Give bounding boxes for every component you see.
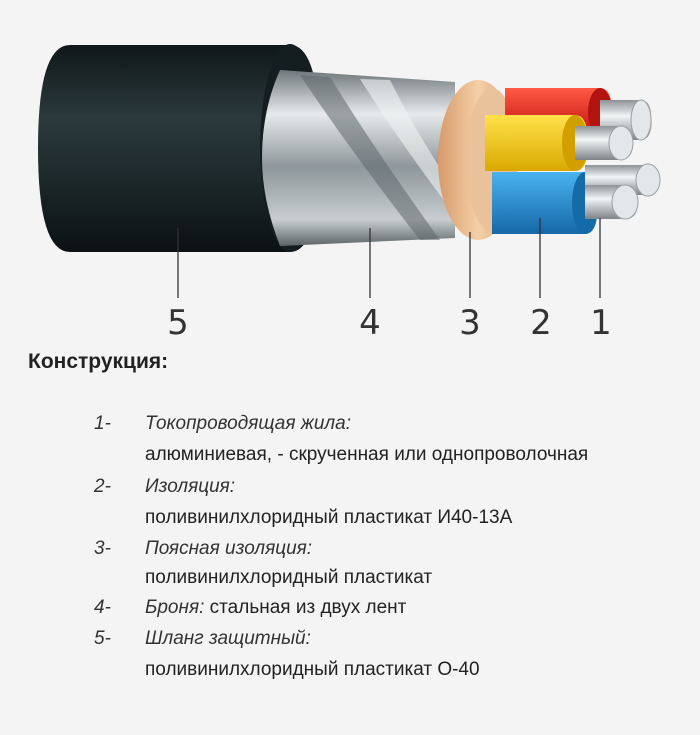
item-2-term-line: Изоляция:	[145, 476, 235, 498]
item-3-term: Поясная изоляция:	[145, 538, 313, 559]
item-5-term-line: Шланг защитный:	[145, 628, 311, 650]
leader-lines	[177, 218, 601, 298]
item-3-description: поливинилхлоридный пластикат	[145, 567, 433, 588]
cable-illustration	[38, 44, 661, 298]
callout-1: 1	[590, 303, 612, 343]
item-5-number: 5-	[94, 628, 111, 649]
item-2-term: Изоляция:	[145, 476, 236, 497]
steel-armor	[262, 70, 455, 246]
item-2-description: поливинилхлоридный пластикат И40-13А	[145, 507, 513, 528]
conductor-yellow	[575, 125, 634, 161]
item-4-number: 4-	[94, 597, 111, 618]
item-1-term-line: Токопроводящая жила:	[145, 413, 351, 435]
callout-2: 2	[530, 303, 552, 343]
item-5-description: поливинилхлоридный пластикат О-40	[145, 659, 480, 680]
item-2-number: 2-	[94, 476, 111, 497]
core-blue	[492, 172, 598, 234]
callout-4: 4	[359, 303, 381, 343]
item-1-description: алюминиевая, - скрученная или однопровол…	[145, 444, 589, 465]
item-5-term: Шланг защитный:	[145, 628, 311, 649]
core-yellow	[485, 115, 588, 171]
item-4-line: Броня: стальная из двух лент	[145, 597, 406, 619]
item-4-term: Броня:	[145, 597, 205, 618]
conductor-blue	[585, 163, 661, 220]
item-1-term: Токопроводящая жила:	[145, 413, 351, 434]
construction-heading: Конструкция:	[28, 350, 169, 373]
item-1-number: 1-	[94, 413, 111, 434]
callout-3: 3	[459, 303, 481, 343]
item-3-term-line: Поясная изоляция:	[145, 538, 312, 560]
callout-5: 5	[167, 303, 189, 343]
item-3-number: 3-	[94, 538, 111, 559]
item-4-description: стальная из двух лент	[209, 597, 407, 618]
